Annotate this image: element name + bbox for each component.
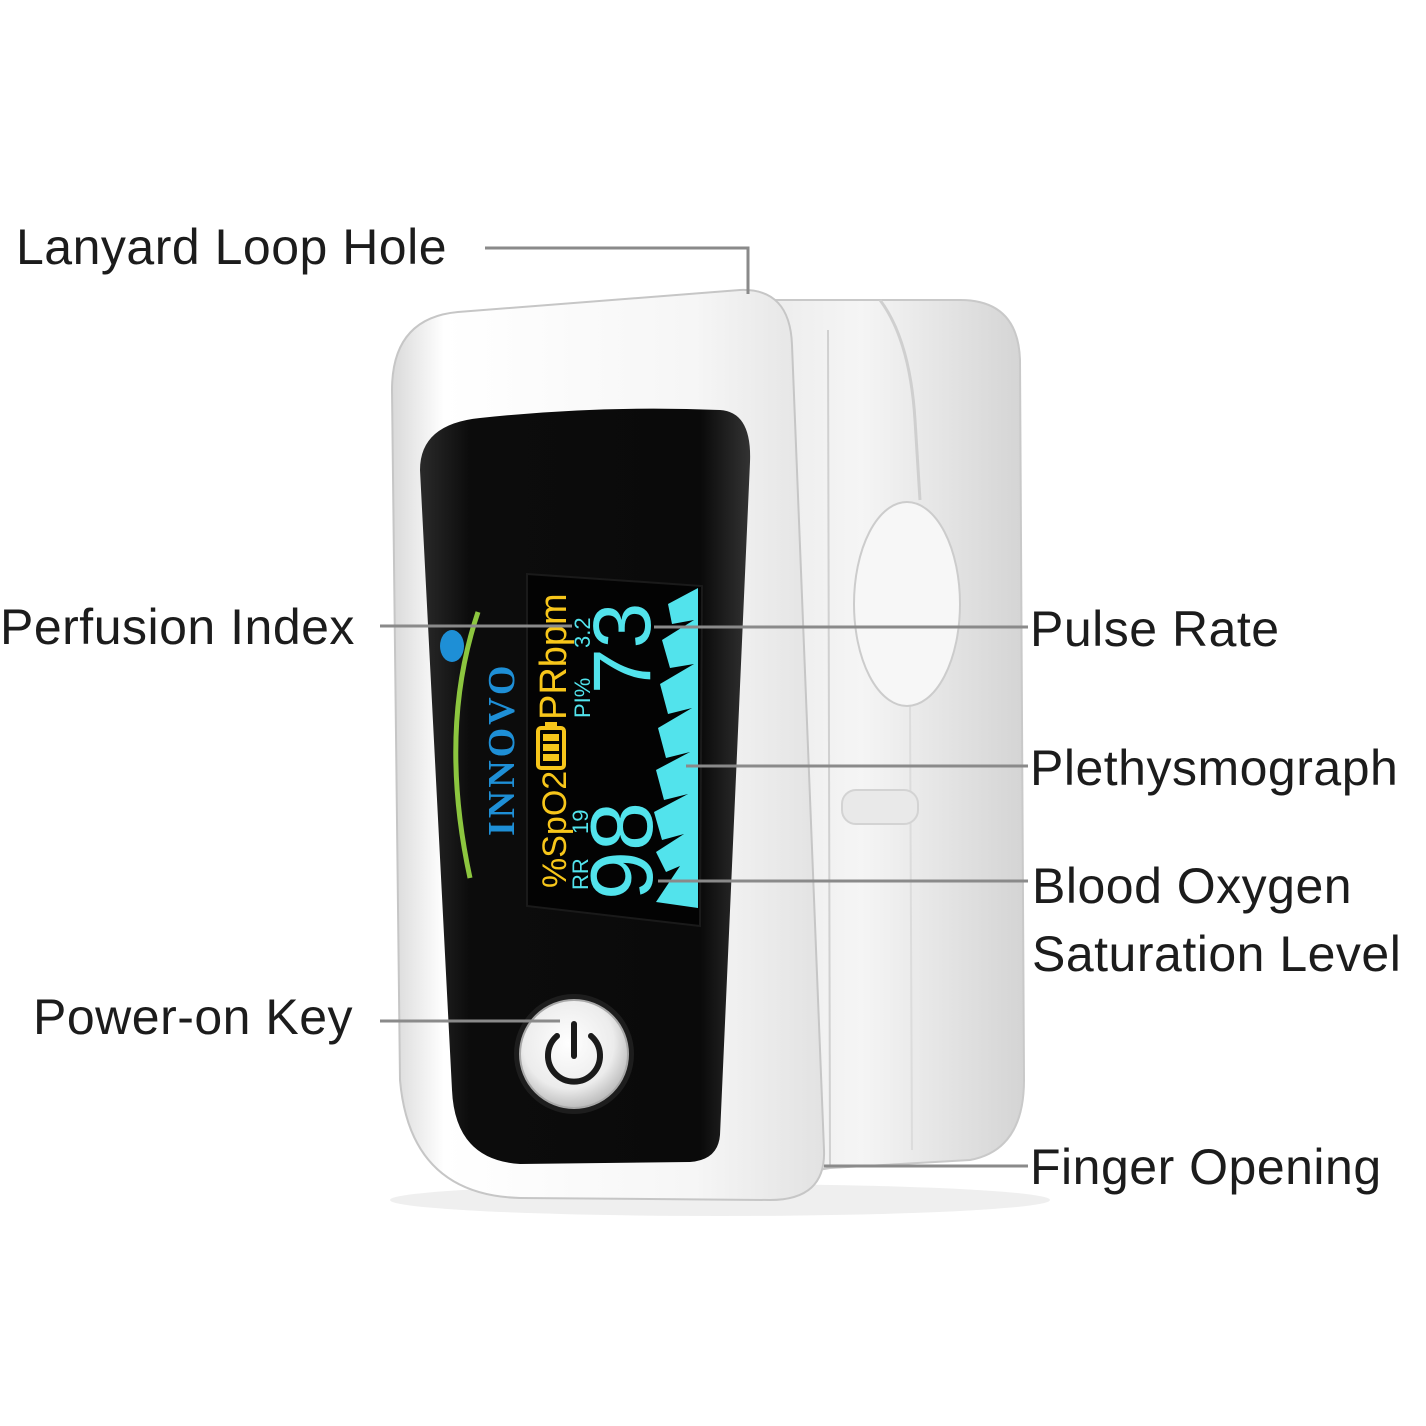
label-finger-opening: Finger Opening [1030, 1139, 1382, 1195]
battery-icon [536, 722, 566, 770]
hinge-ridge [878, 299, 922, 501]
rr-value: 19 [568, 810, 593, 834]
pr-value: 73 [577, 603, 668, 694]
rr-label: RR [568, 858, 593, 890]
label-perfusion-index: Perfusion Index [0, 599, 355, 655]
power-icon [545, 1021, 603, 1085]
side-seam-2 [909, 699, 913, 1151]
pi-value: 3.2 [570, 617, 595, 648]
label-pulse-rate: Pulse Rate [1030, 601, 1280, 657]
logo-dot [440, 630, 464, 662]
spo2-value: 98 [572, 802, 671, 900]
leader-lanyard [485, 246, 750, 294]
side-seam [827, 329, 831, 1166]
spo2-label: %SpO2 [536, 771, 574, 888]
plethysmograph-waveform [654, 588, 698, 908]
logo-swoosh [453, 611, 481, 879]
label-blood-oxygen-line2: Saturation Level [1032, 926, 1402, 982]
side-clip-button [853, 501, 961, 707]
leader-lines [380, 246, 1028, 1168]
label-power-on-key: Power-on Key [33, 989, 354, 1045]
brand-name: INNOVO [481, 663, 523, 836]
pr-label: PRbpm [533, 593, 575, 720]
oled-screen [526, 572, 704, 928]
power-button[interactable] [514, 994, 634, 1114]
label-lanyard-loop-hole: Lanyard Loop Hole [16, 219, 448, 275]
label-plethysmograph: Plethysmograph [1030, 740, 1399, 796]
label-blood-oxygen-saturation: Blood Oxygen Saturation Level [1032, 852, 1401, 988]
side-slot [841, 789, 919, 825]
pi-label: PI% [570, 678, 595, 718]
label-blood-oxygen-line1: Blood Oxygen [1032, 858, 1353, 914]
innovo-logo: INNOVO [440, 611, 523, 879]
